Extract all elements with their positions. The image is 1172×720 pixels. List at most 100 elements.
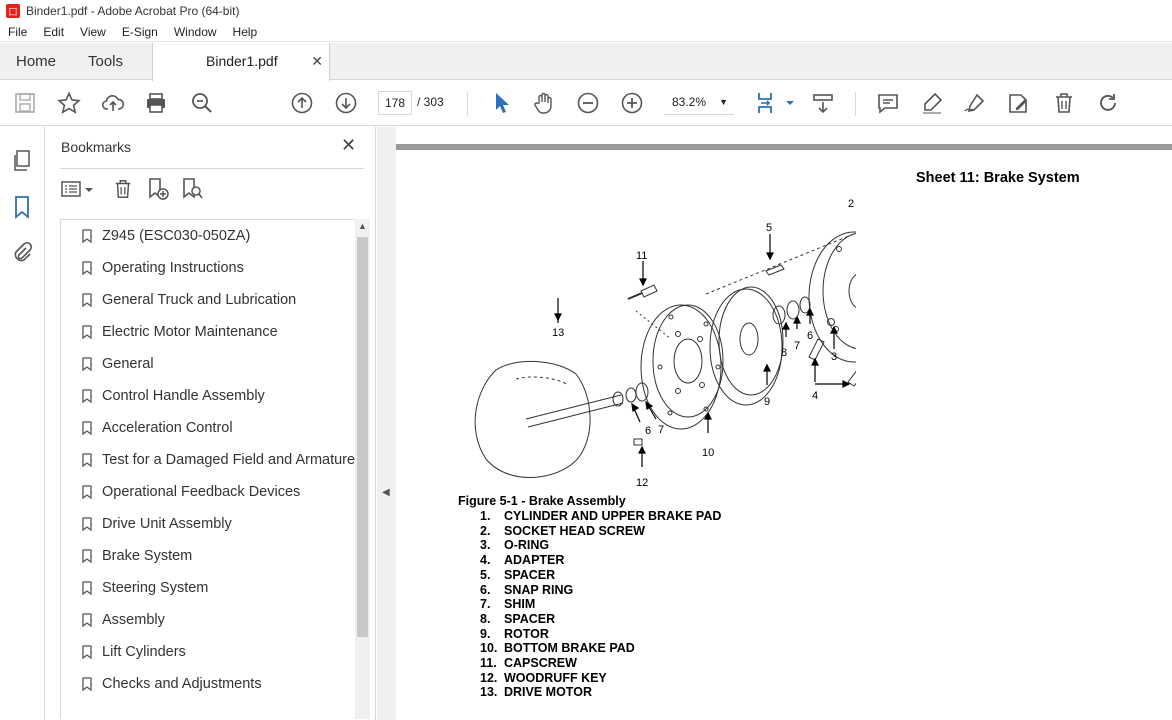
bookmark-label: General (102, 356, 154, 372)
woodruff-key-shape (633, 438, 643, 446)
bookmark-item[interactable]: Checks and Adjustments (61, 668, 356, 700)
page-number-input[interactable]: 178 (378, 91, 412, 115)
cylinder-shape (808, 231, 856, 363)
bookmark-scrollbar[interactable]: ▲ (355, 219, 370, 719)
bookmark-icon (82, 645, 92, 659)
callout-9: 9 (764, 396, 770, 408)
tab-document[interactable]: Binder1.pdf ✕ (152, 43, 330, 81)
bookmark-item[interactable]: Z945 (ESC030-050ZA) (61, 220, 356, 252)
menu-help[interactable]: Help (232, 24, 258, 39)
sign-pen-icon[interactable] (963, 91, 987, 115)
parts-list-item: 1.CYLINDER AND UPPER BRAKE PAD (480, 509, 722, 523)
acrobat-pdf-icon: ⬚ (6, 4, 20, 18)
menu-view[interactable]: View (80, 24, 106, 39)
parts-list-item: 3.O-RING (480, 538, 550, 553)
title-bar: ⬚ Binder1.pdf - Adobe Acrobat Pro (64-bi… (0, 0, 1172, 22)
star-icon[interactable] (57, 91, 81, 115)
upload-cloud-icon[interactable] (101, 91, 125, 115)
menu-window[interactable]: Window (173, 24, 217, 39)
zoom-in-icon[interactable] (620, 91, 644, 115)
document-viewer[interactable]: Sheet 11: Brake System (396, 127, 1172, 720)
bookmark-icon (82, 325, 92, 339)
bookmark-icon (82, 357, 92, 371)
trash-icon[interactable] (1052, 91, 1076, 115)
bookmark-item[interactable]: Electric Motor Maintenance (61, 316, 356, 348)
callout-11: 11 (636, 250, 647, 262)
bookmark-label: Electric Motor Maintenance (102, 324, 278, 340)
navigation-rail (0, 127, 45, 720)
highlight-pen-icon[interactable] (920, 91, 944, 115)
collapse-arrow-icon[interactable]: ◀ (382, 487, 390, 498)
menu-esign[interactable]: E-Sign (121, 24, 158, 39)
zoom-search-icon[interactable] (190, 91, 214, 115)
close-tab-icon[interactable]: ✕ (311, 53, 323, 69)
parts-list-item: 9.ROTOR (480, 626, 549, 641)
redo-icon[interactable] (1096, 91, 1120, 115)
select-cursor-icon[interactable] (490, 91, 514, 115)
close-icon[interactable]: ✕ (341, 135, 357, 155)
page-layout-icon[interactable] (755, 91, 779, 115)
tab-home[interactable]: Home (16, 53, 57, 70)
tab-tools[interactable]: Tools (88, 53, 124, 70)
callout-3: 3 (831, 351, 837, 363)
bookmark-item[interactable]: Assembly (61, 604, 356, 636)
bookmark-item[interactable]: Brake System (61, 540, 356, 572)
bookmark-icon (82, 229, 92, 243)
page-total: / 303 (417, 95, 444, 109)
bookmark-panel-icon[interactable] (10, 195, 34, 219)
spacer-shape (772, 305, 786, 325)
hand-tool-icon[interactable] (532, 91, 556, 115)
page-thumbnails-icon[interactable] (10, 149, 34, 173)
bookmark-icon (82, 613, 92, 627)
parts-list: 1.CYLINDER AND UPPER BRAKE PAD 2.SOCKET … (480, 509, 721, 700)
bookmark-item[interactable]: Lift Cylinders (61, 636, 356, 668)
bookmark-label: Assembly (102, 612, 165, 628)
bookmark-item[interactable]: Test for a Damaged Field and Armature (61, 444, 356, 476)
bookmark-label: Steering System (102, 580, 209, 596)
zoom-value: 83.2% (672, 95, 707, 109)
zoom-out-icon[interactable] (576, 91, 600, 115)
edit-pdf-icon[interactable] (1007, 91, 1031, 115)
bookmark-item[interactable]: Drive Unit Assembly (61, 508, 356, 540)
comment-icon[interactable] (876, 91, 900, 115)
new-bookmark-icon[interactable] (146, 177, 170, 201)
spacer-5-shape (765, 264, 785, 276)
bookmark-item[interactable]: Steering System (61, 572, 356, 604)
zoom-level-select[interactable]: 83.2% ▼ (664, 91, 734, 115)
scrollbar-thumb[interactable] (357, 237, 368, 637)
bookmark-label: Brake System (102, 548, 193, 564)
options-menu-icon[interactable] (60, 179, 96, 201)
delete-bookmark-icon[interactable] (112, 177, 134, 201)
save-icon[interactable] (13, 91, 37, 115)
print-icon[interactable] (144, 91, 168, 115)
scroll-mode-icon[interactable] (811, 91, 835, 115)
bookmark-icon (82, 293, 92, 307)
bookmark-item[interactable]: Control Handle Assembly (61, 380, 356, 412)
toolbar (0, 81, 1172, 126)
parts-list-item: 12.WOODRUFF KEY (480, 670, 607, 685)
scroll-up-icon[interactable]: ▲ (358, 221, 367, 231)
bookmark-item[interactable]: Operational Feedback Devices (61, 476, 356, 508)
callout-12: 12 (636, 477, 648, 489)
capscrew-shape (640, 284, 658, 298)
bookmark-item[interactable]: Operating Instructions (61, 252, 356, 284)
menu-file[interactable]: File (8, 24, 28, 39)
bookmark-item[interactable]: Acceleration Control (61, 412, 356, 444)
bookmark-item[interactable]: General Truck and Lubrication (61, 284, 356, 316)
attachment-icon[interactable] (10, 241, 34, 265)
chevron-down-icon[interactable] (778, 91, 794, 115)
menu-edit[interactable]: Edit (43, 24, 65, 39)
bookmark-icon (82, 677, 92, 691)
divider (60, 168, 364, 169)
document-tab-label: Binder1.pdf (206, 53, 278, 69)
next-page-icon[interactable] (334, 91, 358, 115)
bookmark-label: Lift Cylinders (102, 644, 186, 660)
find-bookmark-icon[interactable] (180, 177, 204, 201)
bottom-brake-pad-shape (640, 304, 722, 430)
collapse-panel-handle[interactable]: ◀ (377, 127, 396, 720)
previous-page-icon[interactable] (290, 91, 314, 115)
callout-13: 13 (552, 327, 564, 339)
bookmark-item[interactable]: General (61, 348, 356, 380)
menu-bar: File Edit View E-Sign Window Help (0, 22, 1172, 42)
chevron-down-icon: ▼ (719, 97, 728, 107)
